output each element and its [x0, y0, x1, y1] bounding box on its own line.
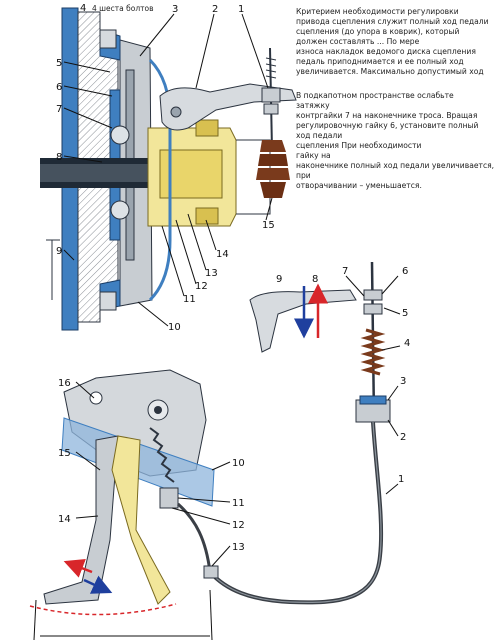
desc-line-3: должен составлять ... По мере [296, 37, 420, 46]
label-bottom-11: 11 [232, 498, 245, 509]
label-bottom-16: 16 [58, 378, 71, 389]
label-top-6: 6 [56, 82, 62, 93]
label-mid-7: 7 [342, 266, 348, 277]
label-top-9: 9 [56, 246, 62, 257]
label-top-2: 2 [212, 4, 218, 15]
desc-line-17: отворачивании – уменьшается. [296, 181, 422, 190]
label-top-5: 5 [56, 58, 62, 69]
label-mid-6: 6 [402, 266, 408, 277]
label-top-7: 7 [56, 104, 62, 115]
label-mid-3: 3 [400, 376, 406, 387]
bottom-callouts: 10 11 12 13 14 15 16 [58, 378, 245, 567]
middle-callouts: 1 2 3 4 5 6 7 8 9 [276, 266, 410, 495]
label-mid-2: 2 [400, 432, 406, 443]
desc-line-1: привода сцепления служит полный ход педа… [296, 17, 489, 26]
cable-adjuster-assembly [249, 261, 391, 423]
label-top-13: 13 [205, 268, 218, 279]
label-bottom-15: 15 [58, 448, 71, 459]
label-bottom-10: 10 [232, 458, 245, 469]
bolts-note: 4 шеста болтов [92, 4, 154, 13]
top-callouts: 1 2 3 5 6 7 8 9 10 11 12 13 14 15 4 шест… [56, 3, 275, 333]
label-top-14: 14 [216, 249, 229, 260]
desc-line-2: сцепления (до упора в коврик), который [296, 27, 460, 36]
label-mid-9: 9 [276, 274, 282, 285]
desc-line-9: затяжку [296, 101, 330, 110]
desc-line-11: регулировочную гайку 6, установите полны… [296, 121, 479, 130]
desc-line-8: В подкапотном пространстве ослабьте [296, 91, 454, 100]
label-bottom-13: 13 [232, 542, 245, 553]
pedal-assembly [29, 369, 219, 641]
label-top-1: 1 [238, 4, 244, 15]
clutch-cable [208, 421, 384, 605]
label-top-4: 4 [80, 3, 86, 14]
cable-adjuster-top [256, 47, 290, 198]
label-bottom-14: 14 [58, 514, 71, 525]
desc-line-13: сцепления При необходимости [296, 141, 422, 150]
desc-line-14: гайку на [296, 151, 331, 160]
description-text: Критерием необходимости регулировки прив… [296, 7, 494, 190]
desc-line-15: наконечнике полный ход педали увеличивае… [296, 161, 494, 170]
label-top-15: 15 [262, 220, 275, 231]
label-top-8: 8 [56, 152, 62, 163]
clutch-cross-section [40, 7, 271, 331]
label-mid-5: 5 [402, 308, 408, 319]
desc-line-0: Критерием необходимости регулировки [296, 7, 459, 16]
label-top-10: 10 [168, 322, 181, 333]
desc-line-10: контргайки 7 на наконечнике троса. Враща… [296, 111, 477, 120]
desc-line-6: увеличивается. Максимально допустимый хо… [296, 67, 484, 76]
label-bottom-12: 12 [232, 520, 245, 531]
label-top-3: 3 [172, 4, 178, 15]
label-top-11: 11 [183, 294, 196, 305]
label-mid-1: 1 [398, 474, 404, 485]
desc-line-16: при [296, 171, 311, 180]
desc-line-12: ход педали [296, 131, 342, 140]
desc-line-4: износа накладок ведомого диска сцепления [296, 47, 476, 56]
label-mid-4: 4 [404, 338, 410, 349]
desc-line-5: педаль приподнимается и ее полный ход [296, 57, 464, 66]
label-top-12: 12 [195, 281, 208, 292]
label-mid-8: 8 [312, 274, 318, 285]
